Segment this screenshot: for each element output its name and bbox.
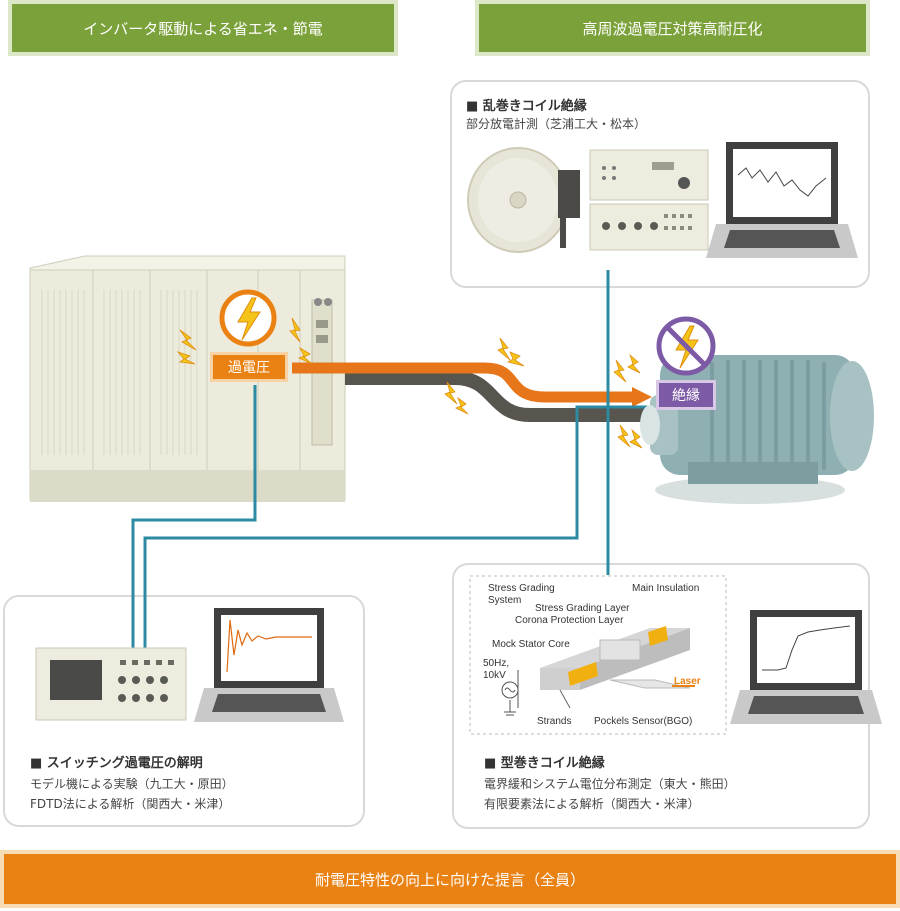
no-lightning-icon	[656, 316, 716, 376]
banner-high-voltage: 高周波過電圧対策高耐圧化	[475, 0, 870, 56]
power-cables	[292, 362, 652, 422]
label-stress-grading-system-2: System	[488, 595, 522, 606]
label-main-insulation: Main Insulation	[632, 583, 700, 594]
card-switching-line2: FDTD法による解析（関西大・米津）	[30, 797, 231, 811]
label-corona-protection-layer: Corona Protection Layer	[515, 615, 624, 626]
motor	[640, 355, 874, 504]
card-switching-line1: モデル機による実験（九工大・原田）	[30, 777, 234, 791]
banner-proposal: 耐電圧特性の向上に向けた提言（全員）	[0, 850, 900, 908]
tag-insulation: 絶縁	[656, 380, 716, 410]
oscilloscope	[35, 647, 187, 721]
label-pockels-sensor: Pockels Sensor(BGO)	[594, 716, 693, 727]
lightning-icon	[219, 289, 277, 347]
card-random-coil-line1: 部分放電計測（芝浦工大・松本）	[466, 117, 647, 131]
card-form-coil-title: ■ 型巻きコイル絶縁	[484, 756, 605, 771]
tag-overvoltage: 過電圧	[210, 352, 288, 382]
card-form-coil-line2: 有限要素法による解析（関西大・米津）	[484, 797, 700, 811]
banner-energy-saving: インバータ駆動による省エネ・節電	[8, 0, 398, 56]
laptop-top	[706, 142, 858, 258]
label-supply-2: 10kV	[483, 670, 506, 681]
label-strands: Strands	[537, 716, 572, 727]
inverter-cabinet	[29, 255, 346, 502]
dish-sensor	[467, 147, 580, 253]
pd-analyzer	[589, 149, 709, 251]
measurement-cables	[131, 270, 650, 648]
card-random-coil-title: ■ 乱巻きコイル絶縁	[466, 99, 587, 114]
label-stress-grading-system-1: Stress Grading	[488, 583, 555, 594]
spark-icons	[176, 317, 643, 449]
label-laser: Laser	[674, 676, 701, 687]
laptop-bottom-left	[194, 608, 344, 722]
laptop-bottom-right	[730, 610, 882, 724]
coil-diagram	[469, 575, 727, 735]
label-stress-grading-layer: Stress Grading Layer	[535, 603, 630, 614]
card-switching-title: ■ スイッチング過電圧の解明	[30, 756, 203, 771]
label-mock-stator-core: Mock Stator Core	[492, 639, 570, 650]
label-supply-1: 50Hz,	[483, 658, 510, 669]
card-form-coil-line1: 電界緩和システム電位分布測定（東大・熊田）	[484, 777, 736, 791]
